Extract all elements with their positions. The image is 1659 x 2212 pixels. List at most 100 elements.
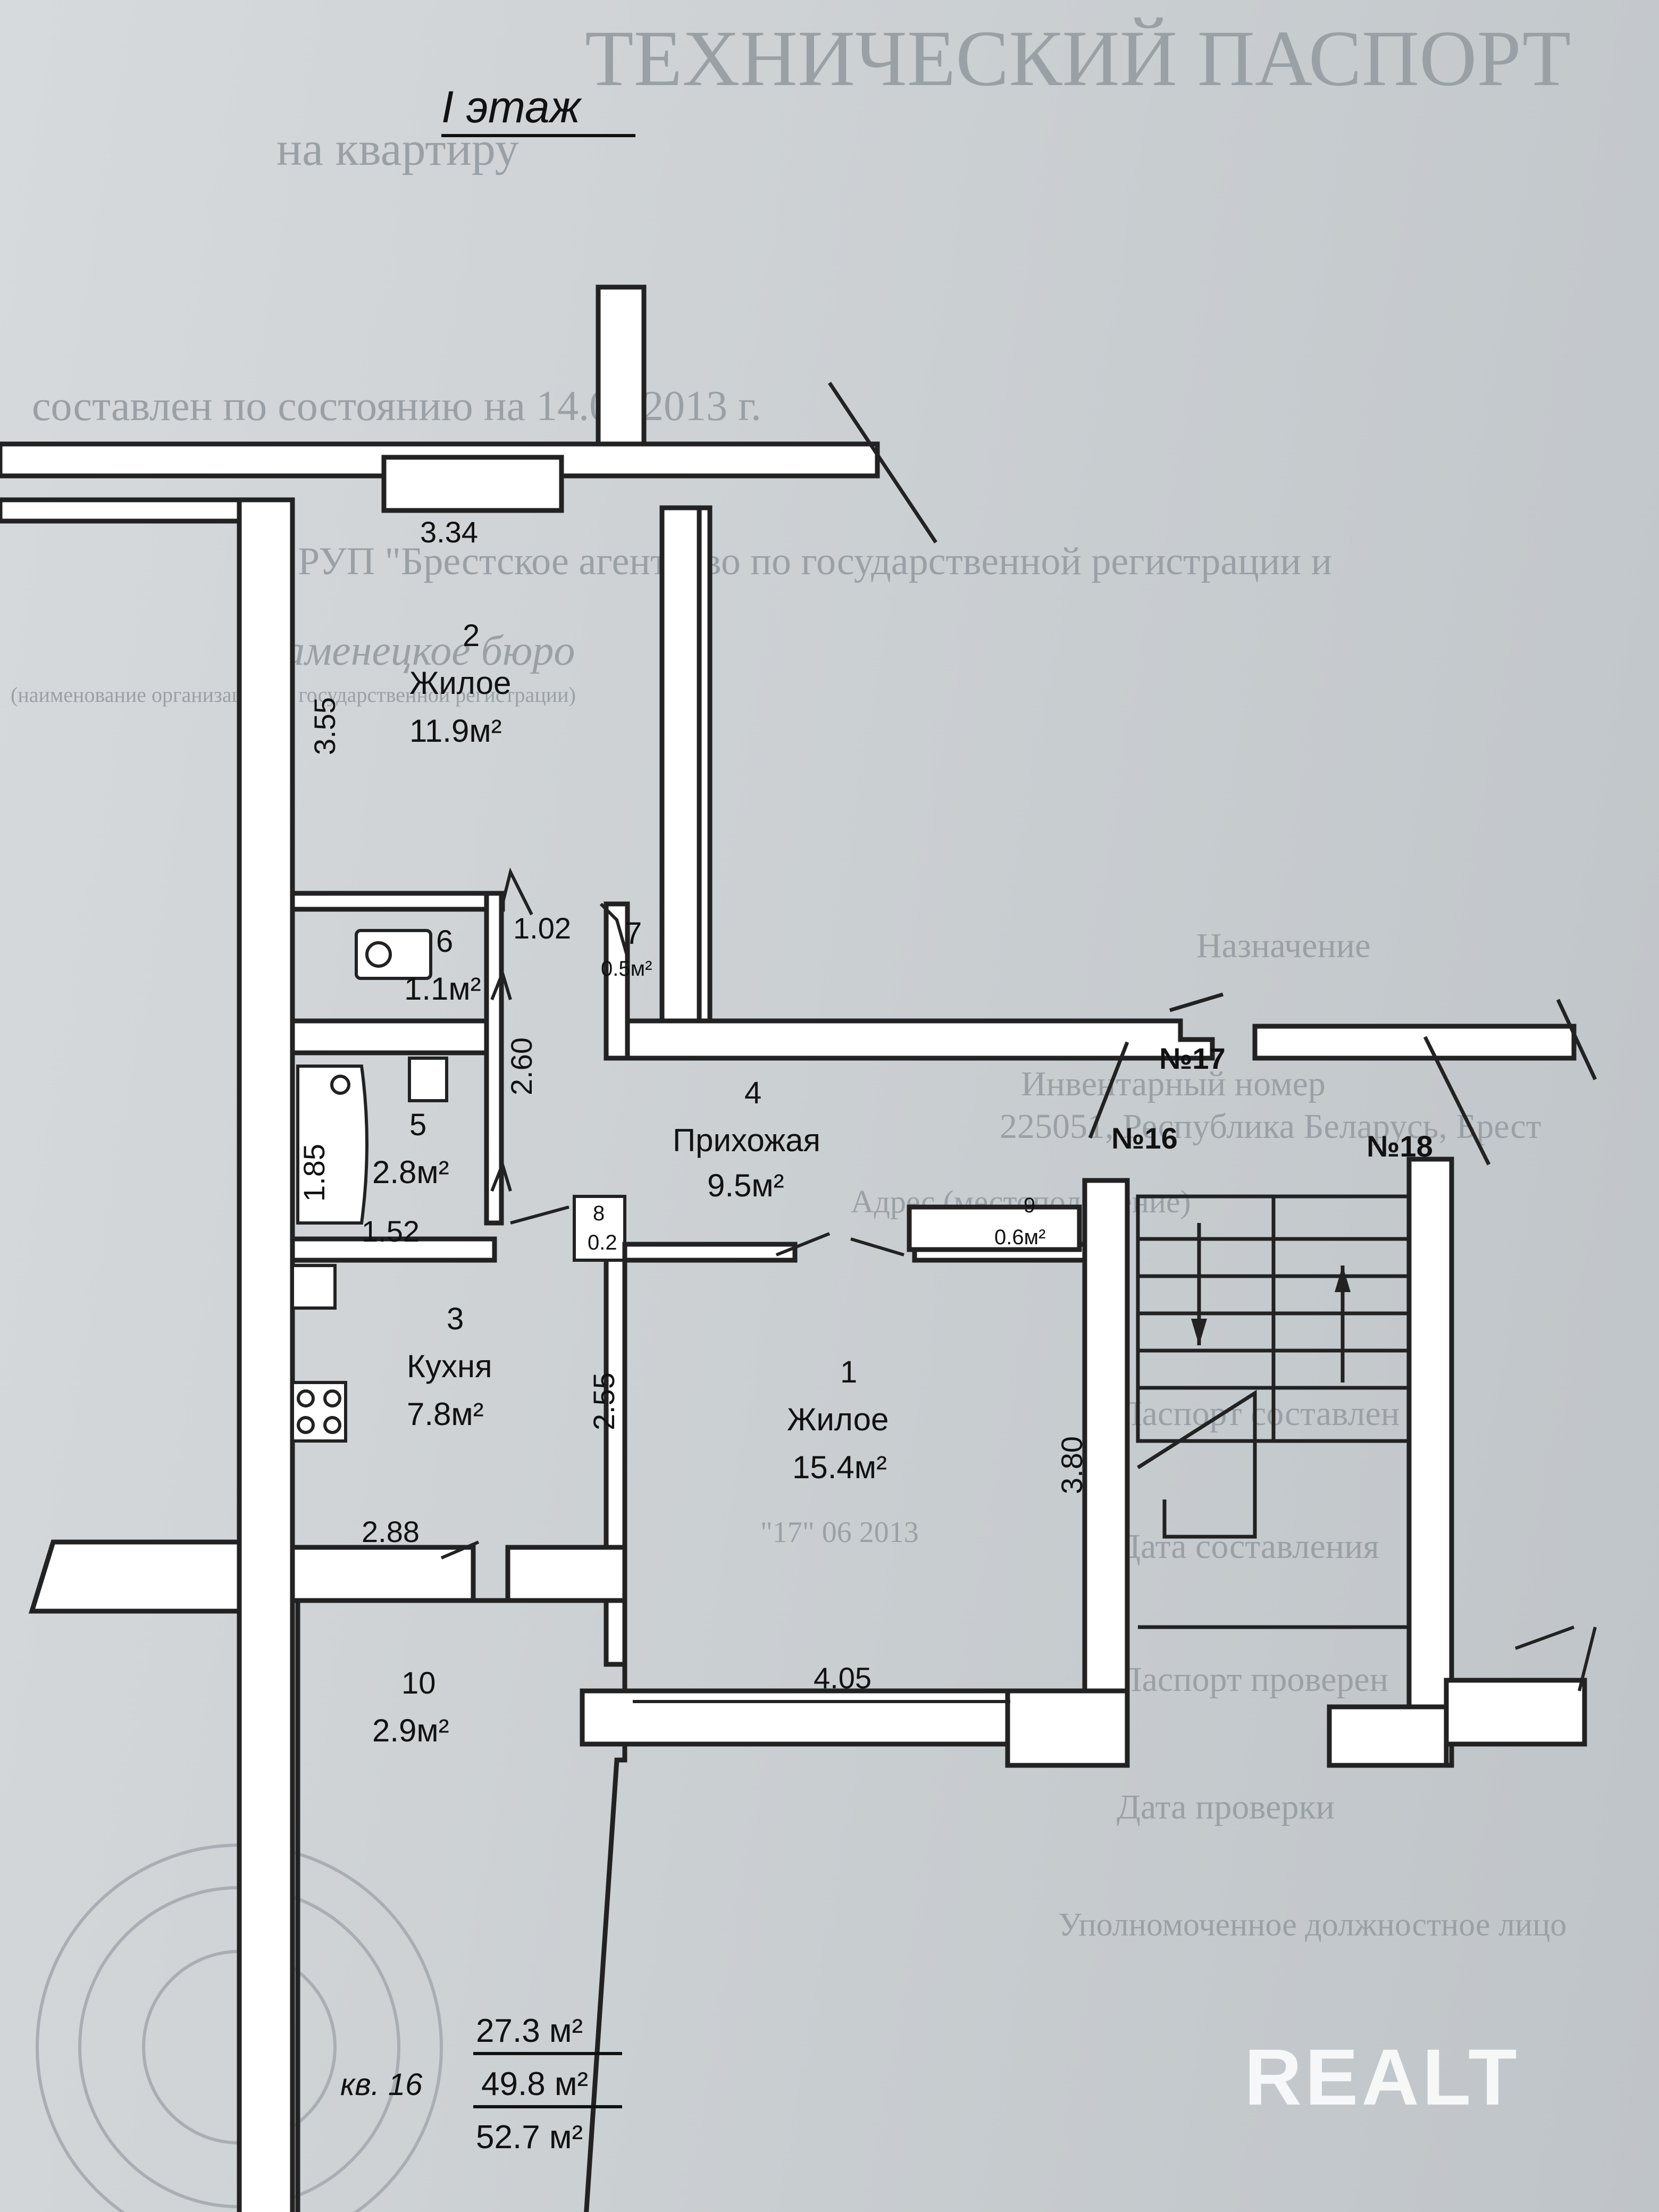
bg-header: ТЕХНИЧЕСКИЙ ПАСПОРТ bbox=[585, 14, 1571, 103]
bathtub bbox=[296, 1065, 368, 1225]
wall-left-top bbox=[0, 497, 269, 524]
balcony-outline bbox=[292, 1598, 627, 2212]
dim-152: 1.52 bbox=[362, 1214, 420, 1248]
wall-right-bottom bbox=[1444, 1678, 1587, 1747]
realt-watermark: REALT bbox=[1244, 2032, 1520, 2122]
summary-total-with-balcony: 52.7 м² bbox=[476, 2119, 583, 2156]
sink bbox=[408, 1057, 448, 1102]
door-balcony bbox=[440, 1540, 480, 1560]
dim-405: 4.05 bbox=[814, 1661, 872, 1695]
wall-corridor-south-left bbox=[622, 1242, 798, 1263]
room-8-number: 8 bbox=[593, 1202, 605, 1225]
door-8 bbox=[510, 1205, 569, 1225]
wall-neighbor bbox=[697, 505, 713, 1026]
bg-checked: Паспорт проверен bbox=[1117, 1660, 1388, 1699]
area-summary: кв. 16 27.3 м² 49.8 м² 52.7 м² bbox=[340, 2013, 622, 2156]
wall-right-top bbox=[1252, 1024, 1577, 1061]
bg-check-date: Дата проверки bbox=[1117, 1788, 1335, 1826]
room-7-area: 0.5м² bbox=[601, 957, 652, 981]
room-1-area: 15.4м² bbox=[792, 1449, 887, 1485]
apartment-labels: №17 №16 №18 bbox=[1111, 1042, 1433, 1163]
doors bbox=[440, 867, 1597, 1703]
dim-255: 2.55 bbox=[587, 1372, 621, 1430]
wall-bath-top bbox=[290, 1018, 497, 1055]
stair-landing bbox=[1137, 1389, 1257, 1539]
room-2-area: 11.9м² bbox=[409, 713, 502, 749]
wall-window-top bbox=[381, 455, 564, 513]
room-3-area: 7.8м² bbox=[407, 1396, 484, 1432]
wall-stair-left bbox=[1082, 1178, 1130, 1768]
bg-date-value: "17" 06 2013 bbox=[760, 1516, 919, 1549]
apartment-18: №18 bbox=[1367, 1129, 1433, 1163]
bg-subheader: на квартиру bbox=[276, 123, 519, 175]
dim-380: 3.80 bbox=[1055, 1436, 1088, 1494]
summary-total-area: 49.8 м² bbox=[481, 2066, 588, 2102]
wall-shaft bbox=[596, 284, 647, 460]
wall-corridor-stub bbox=[604, 901, 630, 1061]
room-7-number: 7 bbox=[625, 916, 642, 951]
room-9-number: 9 bbox=[1024, 1194, 1035, 1217]
wall-living-south-corner bbox=[1005, 1688, 1130, 1768]
room-10-number: 10 bbox=[401, 1666, 436, 1700]
wall-living-south bbox=[580, 1688, 1016, 1747]
summary-apartment-label: кв. 16 bbox=[340, 2067, 423, 2102]
room-4-number: 4 bbox=[744, 1076, 761, 1110]
stairs bbox=[828, 382, 1597, 1629]
closet-9 bbox=[907, 1204, 1082, 1252]
dim-288: 2.88 bbox=[362, 1515, 420, 1548]
room-4-area: 9.5м² bbox=[707, 1168, 784, 1203]
room-1-number: 1 bbox=[840, 1355, 857, 1389]
bg-agency: РУП "Брестское агентство по государствен… bbox=[298, 540, 1332, 583]
room-2-name: Жилое bbox=[409, 665, 511, 701]
walls bbox=[0, 284, 1587, 2212]
wall-left-main bbox=[237, 497, 295, 2212]
dim-185: 1.85 bbox=[297, 1144, 331, 1202]
bg-official: Уполномоченное должностное лицо bbox=[1058, 1907, 1566, 1943]
door-7 bbox=[599, 902, 629, 958]
room-6-area: 1.1м² bbox=[404, 971, 481, 1007]
door-living-right bbox=[850, 1237, 904, 1256]
bg-passport: Паспорт составлен bbox=[1117, 1394, 1400, 1433]
wall-kitchen-south bbox=[505, 1545, 627, 1603]
kitchen-sink bbox=[291, 1264, 337, 1310]
door-5 bbox=[490, 1159, 512, 1192]
wall-wc-top bbox=[290, 891, 505, 912]
bg-branch: Каменецкое бюро bbox=[255, 627, 575, 674]
apartment-17: №17 bbox=[1159, 1042, 1226, 1075]
bg-date: Дата составления bbox=[1117, 1527, 1379, 1566]
summary-living-area: 27.3 м² bbox=[476, 2013, 583, 2049]
wall-bath-right bbox=[484, 891, 504, 1226]
room-3-number: 3 bbox=[447, 1302, 464, 1336]
room-1-name: Жилое bbox=[787, 1402, 889, 1437]
apartment-16: №16 bbox=[1111, 1121, 1178, 1155]
bg-compiled: составлен по состоянию на 14.06.2013 г. bbox=[32, 383, 761, 430]
toilet-bowl bbox=[365, 941, 392, 968]
room-labels: 2 Жилое 11.9м² 6 1.1м² 7 0.5м² 4 Прихожа… bbox=[372, 618, 1045, 1748]
dim-room2-height: 3.55 bbox=[308, 697, 341, 755]
wall-stair-bottom bbox=[1327, 1704, 1449, 1768]
room-6-number: 6 bbox=[436, 924, 453, 959]
wall-kitchen-top bbox=[290, 1236, 497, 1263]
room-9-area: 0.6м² bbox=[994, 1226, 1045, 1249]
dim-room2-width: 3.34 bbox=[420, 515, 478, 549]
tub-drain bbox=[330, 1075, 350, 1095]
wall-stair-right bbox=[1406, 1157, 1454, 1768]
room-5-area: 2.8м² bbox=[372, 1154, 449, 1190]
dim-102: 1.02 bbox=[513, 911, 571, 945]
door-living-left bbox=[775, 1232, 831, 1256]
door-room2 bbox=[501, 867, 533, 916]
dimensions: 3.34 3.55 1.02 2.60 1.85 1.52 2.55 2.88 … bbox=[297, 515, 1088, 1695]
dim-260: 2.60 bbox=[505, 1037, 538, 1095]
door-6 bbox=[490, 968, 512, 1001]
room-8-area: 0.2 bbox=[588, 1231, 617, 1254]
floor-title: I этаж bbox=[441, 82, 582, 132]
bg-inventory: Инвентарный номер bbox=[1021, 1065, 1326, 1103]
room-4-name: Прихожая bbox=[673, 1122, 820, 1158]
room-10-area: 2.9м² bbox=[372, 1713, 449, 1748]
fixtures bbox=[291, 929, 448, 1443]
closet-8 bbox=[573, 1195, 626, 1262]
room-3-name: Кухня bbox=[407, 1348, 492, 1384]
bg-purpose: Назначение bbox=[1196, 926, 1370, 965]
wall-room2-right bbox=[659, 505, 702, 1026]
